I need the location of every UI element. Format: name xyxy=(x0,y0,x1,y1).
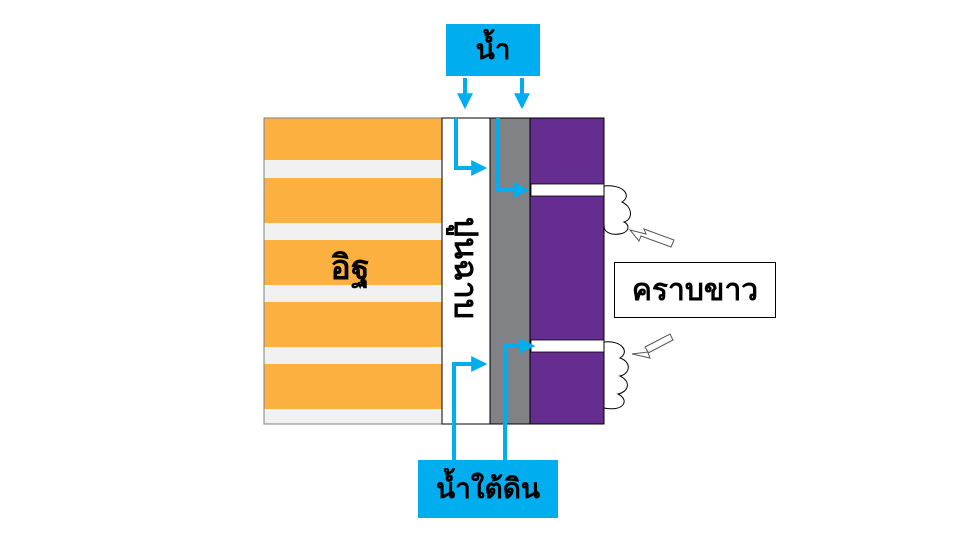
brick-wall xyxy=(263,117,443,425)
brick-course xyxy=(264,302,442,347)
tile-joint xyxy=(530,339,605,353)
plaster-label: ปูนฉาบ xyxy=(447,216,486,320)
efflorescence-deposit-upper xyxy=(603,185,631,235)
efflorescence-deposit-lower xyxy=(603,341,629,410)
tile-joint xyxy=(530,183,605,197)
efflorescence-label: คราบขาว xyxy=(614,262,776,318)
groundwater-arrows xyxy=(452,338,536,460)
pointer-arrow-upper xyxy=(628,228,675,248)
water-label: น้ำ xyxy=(446,24,540,76)
brick-course xyxy=(264,364,442,409)
pointer-arrow-lower xyxy=(631,333,674,359)
brick-course xyxy=(264,240,442,285)
brick-course xyxy=(264,118,442,160)
brick-label: อิฐ xyxy=(330,248,370,288)
brick-course xyxy=(264,178,442,223)
groundwater-label: น้ำใต้ดิน xyxy=(418,460,558,518)
tile xyxy=(529,117,605,425)
water-arrows-top xyxy=(454,78,530,198)
cladding-tiles xyxy=(529,117,605,425)
